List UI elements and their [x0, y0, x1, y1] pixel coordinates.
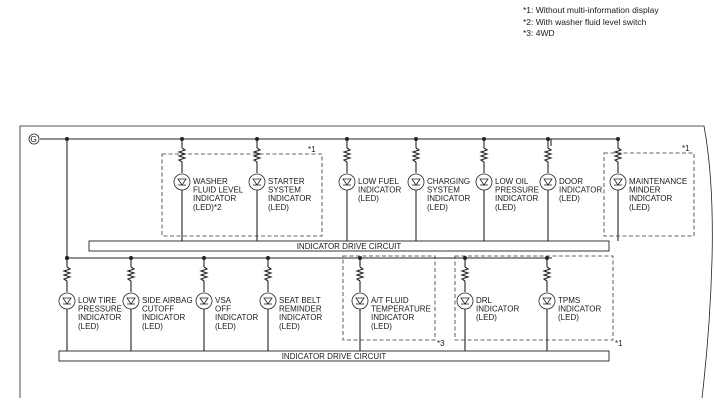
junction-dot [414, 137, 418, 141]
resistor-symbol [252, 147, 262, 163]
junction-dot [463, 256, 467, 260]
footnote-3: *3: 4WD [523, 28, 555, 38]
led-icon [407, 173, 425, 191]
led-icon [475, 173, 493, 191]
led-icon [122, 292, 140, 310]
junction-dot [129, 256, 133, 260]
bus-label-top: INDICATOR DRIVE CIRCUIT [297, 242, 402, 251]
resistor-symbol [126, 266, 136, 282]
junction-dot [65, 137, 69, 141]
led-icon [173, 173, 191, 191]
junction-dot [180, 137, 184, 141]
indicator-drive-circuit-bus-top [88, 240, 610, 252]
led-icon [338, 173, 356, 191]
option-mark-bottom-right: *1 [615, 339, 623, 348]
junction-dot [65, 256, 69, 260]
option-box-maintenance [603, 152, 695, 237]
led-icon [538, 292, 556, 310]
resistor-symbol [199, 266, 209, 282]
bus-label-bottom: INDICATOR DRIVE CIRCUIT [282, 352, 387, 361]
resistor-symbol [613, 147, 623, 163]
option-mark-bottom-left: *3 [437, 339, 445, 348]
junction-dot [266, 256, 270, 260]
frame-outline [19, 125, 713, 399]
junction-dot [616, 137, 620, 141]
resistor-symbol [543, 147, 553, 163]
ground-symbol [28, 133, 40, 145]
junction-dot [482, 137, 486, 141]
resistor-symbol [411, 147, 421, 163]
resistor-symbol [542, 266, 552, 282]
option-box-drl-tpms [454, 255, 614, 341]
resistor-symbol [355, 266, 365, 282]
resistor-symbol [177, 147, 187, 163]
junction-dot [255, 137, 259, 141]
led-icon [539, 173, 557, 191]
led-icon [609, 173, 627, 191]
option-mark-top-left: *1 [308, 145, 316, 154]
option-box-at-fluid [342, 255, 436, 341]
junction-dot [546, 137, 550, 141]
option-box-washer-starter [161, 153, 323, 237]
resistor-symbol [263, 266, 273, 282]
junction-dot [358, 256, 362, 260]
led-icon [456, 292, 474, 310]
resistor-symbol [479, 147, 489, 163]
resistor-symbol [342, 147, 352, 163]
junction-dot [202, 256, 206, 260]
junction-dot [345, 137, 349, 141]
resistor-symbol [62, 266, 72, 282]
led-icon [248, 173, 266, 191]
indicator-drive-circuit-bus-bottom [58, 350, 610, 362]
led-icon [351, 292, 369, 310]
junction-dot [545, 256, 549, 260]
led-icon [195, 292, 213, 310]
ground-label: G [31, 135, 37, 144]
footnote-2: *2: With washer fluid level switch [523, 17, 647, 27]
option-mark-top-right: *1 [682, 144, 690, 153]
resistor-symbol [460, 266, 470, 282]
led-icon [259, 292, 277, 310]
footnote-1: *1: Without multi-information display [523, 5, 659, 15]
led-icon [58, 292, 76, 310]
